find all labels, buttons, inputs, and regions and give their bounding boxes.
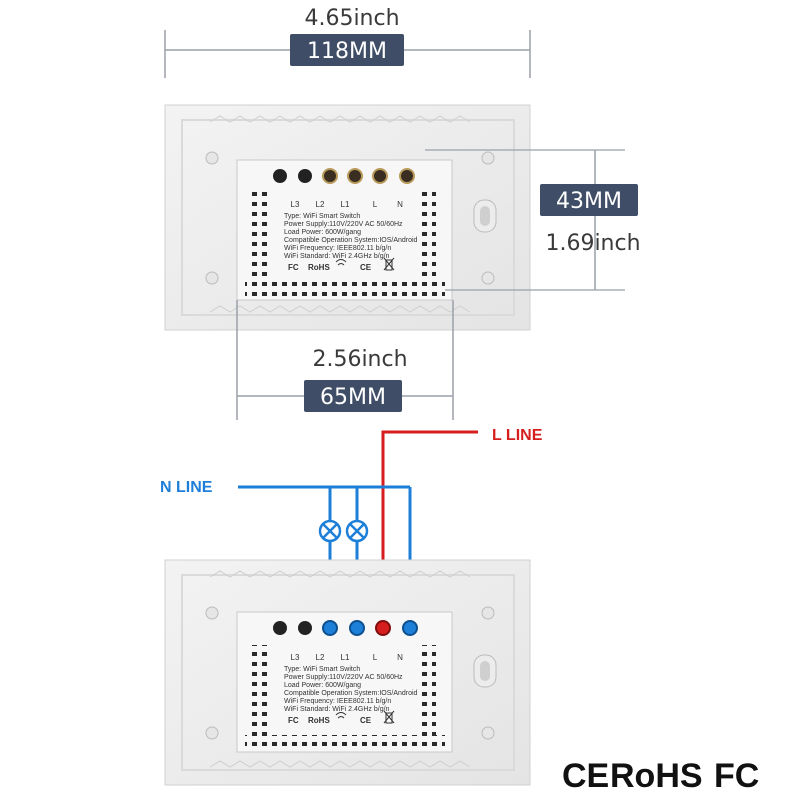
terminal-label-l2: L2 bbox=[316, 200, 325, 209]
width-mm-text: 118MM bbox=[307, 39, 387, 64]
svg-text:WiFi Standard: WiFi 2.4GHz b/g: WiFi Standard: WiFi 2.4GHz b/g/n bbox=[284, 253, 390, 260]
weee-bin-icon bbox=[383, 257, 395, 271]
svg-text:Load Power: 600W/gang: Load Power: 600W/gang bbox=[284, 682, 361, 689]
svg-text:WiFi Frequency: IEEE802.11 b/g: WiFi Frequency: IEEE802.11 b/g/n bbox=[284, 245, 391, 252]
lamp-icon bbox=[345, 519, 369, 543]
svg-text:Type: WiFi Smart Switch: Type: WiFi Smart Switch bbox=[284, 213, 360, 220]
terminal-label-l: L bbox=[373, 200, 378, 209]
ce-mark: CE bbox=[360, 716, 372, 725]
ce-logo: CE bbox=[562, 757, 609, 795]
terminal-label-l3: L3 bbox=[291, 653, 300, 662]
body-width-dimension: 2.56inch 65MM bbox=[236, 300, 454, 420]
terminal-label-l2: L2 bbox=[316, 653, 325, 662]
width-inch-text: 4.65inch bbox=[304, 6, 399, 31]
body-inch-text: 2.56inch bbox=[312, 347, 407, 372]
height-inch-text: 1.69inch bbox=[545, 231, 640, 256]
svg-text:Compatible Operation System:IO: Compatible Operation System:IOS/Android bbox=[284, 690, 418, 697]
svg-text:Power Supply:110V/220V AC 50/: Power Supply:110V/220V AC 50/60Hz bbox=[284, 674, 403, 681]
terminal-label-l1: L1 bbox=[341, 653, 350, 662]
svg-text:Power Supply:110V/220V AC 50/: Power Supply:110V/220V AC 50/60Hz bbox=[284, 221, 403, 228]
rohs-logo: RoHS bbox=[610, 757, 703, 795]
switch-back-top: L3 L2 L1 L N Type: WiFi Smart Switch Pow… bbox=[164, 104, 531, 331]
svg-text:WiFi Frequency: IEEE802.11 b/g: WiFi Frequency: IEEE802.11 b/g/n bbox=[284, 698, 391, 705]
terminal-label-l1: L1 bbox=[341, 200, 350, 209]
width-mm-badge bbox=[290, 34, 404, 66]
terminal-label-l: L bbox=[373, 653, 378, 662]
svg-text:WiFi Standard: WiFi 2.4GHz b/g: WiFi Standard: WiFi 2.4GHz b/g/n bbox=[284, 706, 390, 713]
height-mm-badge bbox=[540, 184, 638, 216]
lamp-icon bbox=[318, 519, 342, 543]
height-mm-text: 43MM bbox=[556, 189, 622, 214]
terminal-label-n: N bbox=[397, 200, 403, 209]
ce-mark: CE bbox=[360, 263, 372, 272]
width-dimension: 4.65inch 118MM bbox=[164, 6, 531, 78]
svg-text:Load Power: 600W/gang: Load Power: 600W/gang bbox=[284, 229, 361, 236]
switch-back-bottom: L3 L2 L1 L N Type: WiFi Smart Switch Pow… bbox=[164, 559, 531, 786]
svg-text:Type: WiFi Smart Switch: Type: WiFi Smart Switch bbox=[284, 666, 360, 673]
n-line-label: N LINE bbox=[160, 479, 213, 496]
rohs-mark: RoHS bbox=[308, 263, 330, 272]
terminal-label-n: N bbox=[397, 653, 403, 662]
weee-bin-icon bbox=[383, 710, 395, 724]
spec-label-bottom: Type: WiFi Smart Switch Power Supply:110… bbox=[284, 666, 418, 725]
svg-text:Compatible Operation System:IO: Compatible Operation System:IOS/Android bbox=[284, 237, 418, 244]
terminal-label-l3: L3 bbox=[291, 200, 300, 209]
l-line-label: L LINE bbox=[492, 427, 543, 444]
spec-label-top: Type: WiFi Smart Switch Power Supply:110… bbox=[284, 213, 418, 272]
body-mm-text: 65MM bbox=[320, 385, 386, 410]
wifi-icon bbox=[335, 712, 347, 719]
fc-mark: FC bbox=[288, 263, 299, 272]
certification-logos: CE RoHS FC bbox=[562, 757, 759, 795]
fc-mark: FC bbox=[288, 716, 299, 725]
height-dimension: 43MM 1.69inch bbox=[425, 149, 641, 291]
wifi-icon bbox=[335, 259, 347, 266]
rohs-mark: RoHS bbox=[308, 716, 330, 725]
fc-logo: FC bbox=[714, 757, 759, 795]
body-mm-badge bbox=[304, 380, 402, 412]
